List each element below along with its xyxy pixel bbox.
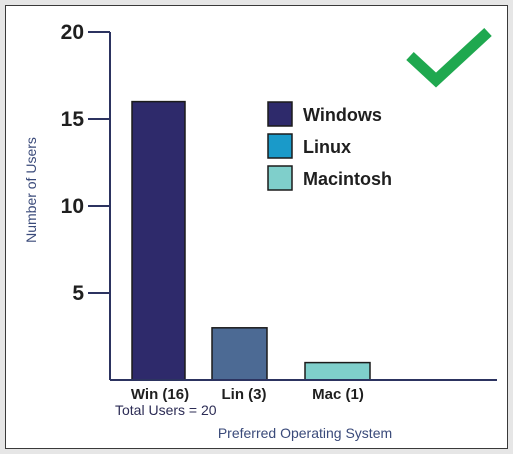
y-tick-label-5: 5	[72, 282, 84, 305]
y-tick-label-20: 20	[61, 21, 84, 44]
x-axis-title: Preferred Operating System	[218, 425, 392, 441]
y-tick-label-10: 10	[61, 195, 84, 218]
legend-label-macintosh: Macintosh	[303, 169, 392, 189]
category-label-macintosh: Mac (1)	[312, 386, 364, 403]
y-axis-title: Number of Users	[23, 137, 39, 243]
legend-label-linux: Linux	[303, 137, 351, 157]
legend-swatch-macintosh	[267, 165, 293, 191]
category-label-windows: Win (16)	[131, 386, 189, 403]
bar-linux	[211, 327, 268, 381]
check-icon	[406, 27, 492, 88]
legend-label-windows: Windows	[303, 105, 382, 125]
bar-windows	[131, 100, 186, 381]
legend-swatch-linux	[267, 133, 293, 159]
total-users-note: Total Users = 20	[115, 402, 217, 418]
legend-swatch-windows	[267, 101, 293, 127]
category-label-linux: Lin (3)	[222, 386, 267, 403]
bar-macintosh	[304, 361, 371, 381]
y-tick-label-15: 15	[61, 108, 85, 131]
